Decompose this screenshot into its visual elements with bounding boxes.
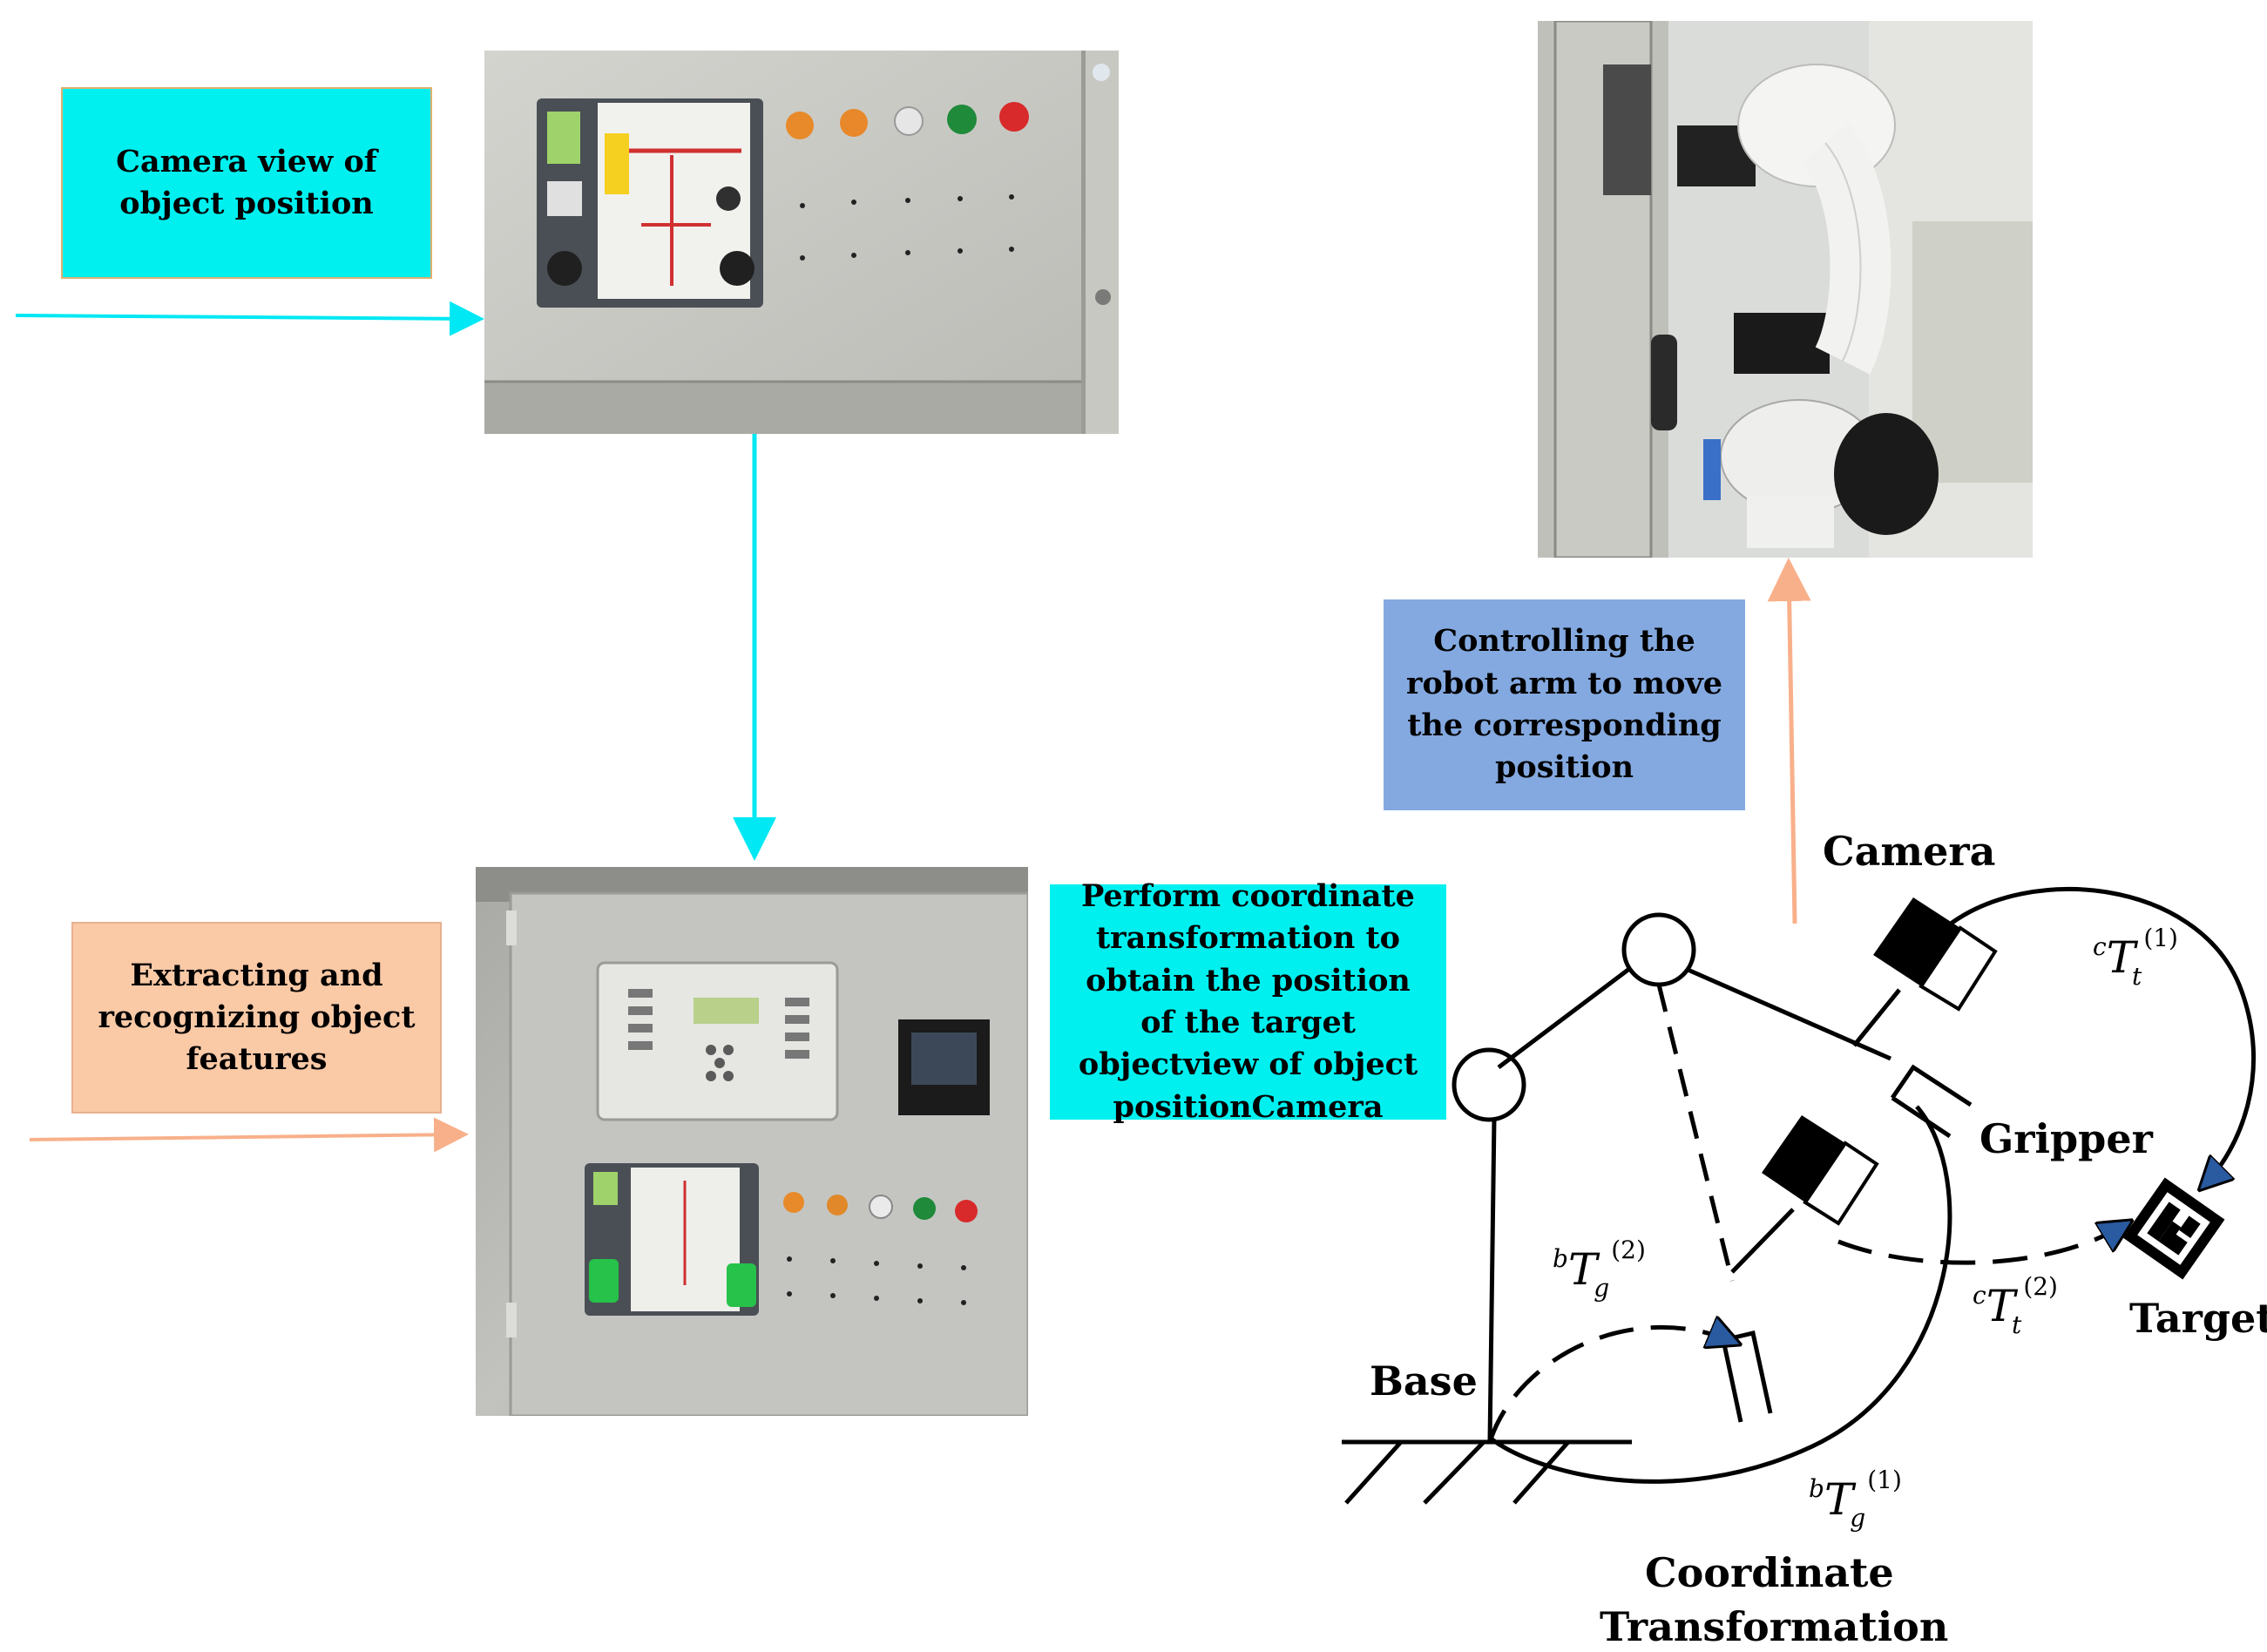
arrow-into-extract-photo bbox=[29, 1117, 469, 1153]
link-lower bbox=[1497, 967, 1631, 1069]
transform-ct1: cTt(1) bbox=[2093, 924, 2178, 991]
controlling-robot-box: Controlling the robot arm to move the co… bbox=[1384, 599, 1745, 810]
arrow-up-to-robot bbox=[1767, 558, 1811, 924]
link-to-camera bbox=[1852, 988, 1901, 1047]
workspace-arc bbox=[1488, 1105, 1952, 1484]
arrow-into-camera-view bbox=[15, 301, 484, 336]
transform-bg1: bTg(1) bbox=[1809, 1466, 1902, 1533]
transform-ct2: cTt(2) bbox=[1973, 1272, 2058, 1339]
camera-icon-upper bbox=[1873, 897, 1998, 1012]
hatch-2 bbox=[1423, 1440, 1485, 1505]
perform-coordinate-box: Perform coordinate transformation to obt… bbox=[1050, 878, 1446, 1125]
base-label: Base bbox=[1370, 1357, 1478, 1405]
camera-icon-lower bbox=[1762, 1115, 1879, 1226]
camera-view-photo bbox=[484, 51, 1119, 434]
coordinate-label: Coordinate bbox=[1645, 1549, 1894, 1596]
hatch-1 bbox=[1344, 1440, 1403, 1505]
robot-arm-photo bbox=[1538, 21, 2033, 558]
dashed-arc-bg2 bbox=[1487, 1327, 1734, 1443]
hatch-3 bbox=[1512, 1440, 1570, 1505]
transformation-label: Transformation bbox=[1600, 1603, 1949, 1650]
camera-view-box: Camera view of object position bbox=[61, 87, 432, 279]
dashed-arcs bbox=[1487, 1224, 2126, 1443]
dashed-arc-ct2 bbox=[1837, 1224, 2126, 1265]
camera-label: Camera bbox=[1823, 828, 1996, 875]
dashed-joint-to-gripper bbox=[1656, 984, 1735, 1282]
target-label: Target bbox=[2129, 1295, 2267, 1342]
joint-1 bbox=[1452, 1047, 1526, 1122]
extracting-box: Extracting and recognizing object featur… bbox=[71, 922, 442, 1114]
orbit-arc bbox=[1946, 886, 2257, 1185]
link-base-vertical bbox=[1487, 1117, 1497, 1443]
gripper-label: Gripper bbox=[1979, 1115, 2153, 1162]
robot-schematic bbox=[1342, 886, 2257, 1505]
extracted-features-photo bbox=[476, 867, 1028, 1416]
joint-2 bbox=[1621, 912, 1696, 987]
target-marker bbox=[2122, 1177, 2225, 1280]
upper-gripper bbox=[1890, 1064, 1973, 1107]
camera-mount-line bbox=[1730, 1208, 1795, 1274]
lower-gripper bbox=[1721, 1339, 1743, 1423]
transform-bg2: bTg(2) bbox=[1553, 1236, 1646, 1303]
link-upper bbox=[1684, 966, 1892, 1061]
